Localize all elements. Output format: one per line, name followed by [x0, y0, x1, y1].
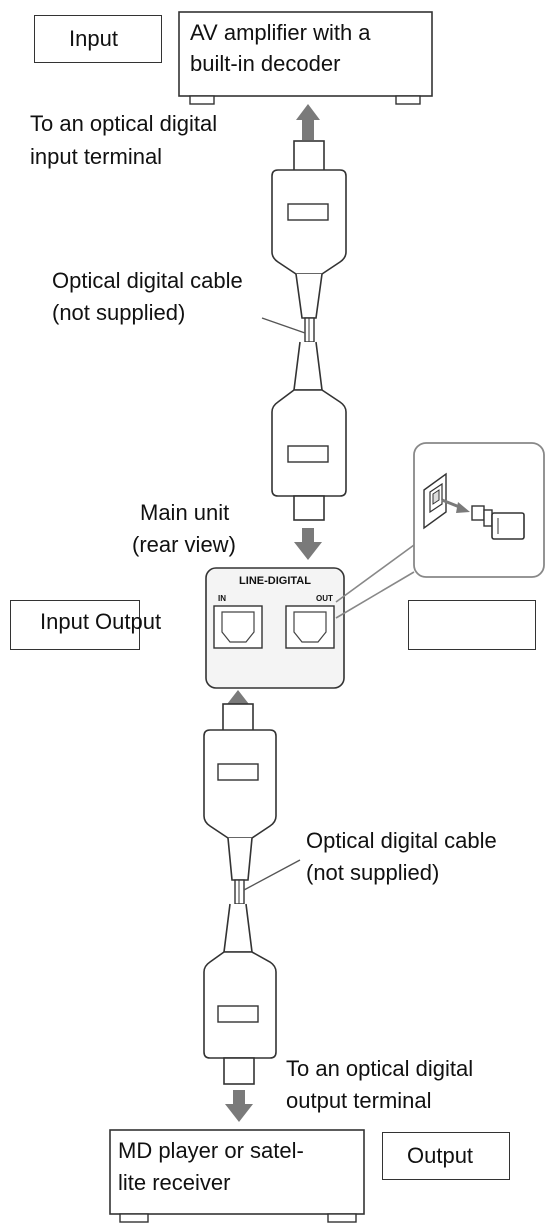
- optical-in-port: [213, 605, 263, 649]
- input-output-tag-box: [10, 600, 140, 650]
- lower-cable-bottom-plug: [203, 903, 277, 1085]
- md-player-name-line2: lite receiver: [118, 1170, 231, 1195]
- lower-cable-leader-line: [243, 859, 301, 891]
- lower-cable-label-line1: Optical digital cable: [306, 828, 497, 853]
- output-tag-label: Output: [407, 1143, 474, 1168]
- arrow-up-to-amplifier-icon: [296, 104, 320, 140]
- lower-cable-label-line2: (not supplied): [306, 860, 440, 885]
- upper-cable-label-line1: Optical digital cable: [52, 268, 243, 293]
- arrow-down-to-md-player-icon: [225, 1090, 253, 1122]
- md-player-name-line1: MD player or satel-: [118, 1138, 304, 1163]
- input-terminal-label-line2: input terminal: [30, 144, 163, 169]
- output-tag-box: Output: [382, 1132, 510, 1180]
- lower-cable-top-plug: [203, 703, 277, 881]
- output-terminal-label-line2: output terminal: [286, 1088, 432, 1113]
- amplifier-name-line1: AV amplifier with a: [190, 20, 371, 45]
- md-player-device: [109, 1129, 365, 1223]
- upper-cable-wire: [304, 317, 315, 343]
- main-unit-label-line2: (rear view): [132, 532, 236, 557]
- arrow-down-to-main-unit-icon: [294, 528, 322, 560]
- optical-out-port: [285, 605, 335, 649]
- upper-cable-bottom-plug: [271, 341, 347, 521]
- input-output-tag-label: Input Output: [40, 609, 162, 634]
- main-unit-rear-panel: LINE-DIGITAL IN OUT: [205, 567, 345, 689]
- callout-line-upper: [335, 544, 415, 603]
- panel-title: LINE-DIGITAL: [239, 575, 311, 587]
- upper-cable-leader-line: [261, 317, 306, 334]
- main-unit-label-line1: Main unit: [140, 500, 230, 525]
- upper-cable-label-line2: (not supplied): [52, 300, 186, 325]
- output-terminal-label-line1: To an optical digital: [286, 1056, 474, 1081]
- input-terminal-label-line1: To an optical digital: [30, 111, 218, 136]
- callout-line-lower: [335, 571, 415, 619]
- port-in-label: IN: [218, 594, 226, 603]
- upper-cable-top-plug: [271, 140, 347, 319]
- lower-cable-wire: [234, 879, 245, 905]
- port-out-label: OUT: [316, 594, 333, 603]
- port-detail-inset: [413, 442, 545, 578]
- av-amplifier-device: [178, 11, 433, 105]
- amplifier-name-line2: built-in decoder: [190, 51, 341, 76]
- empty-tag-box: [408, 600, 536, 650]
- input-tag-box: Input: [34, 15, 162, 63]
- input-tag-label: Input: [69, 26, 118, 51]
